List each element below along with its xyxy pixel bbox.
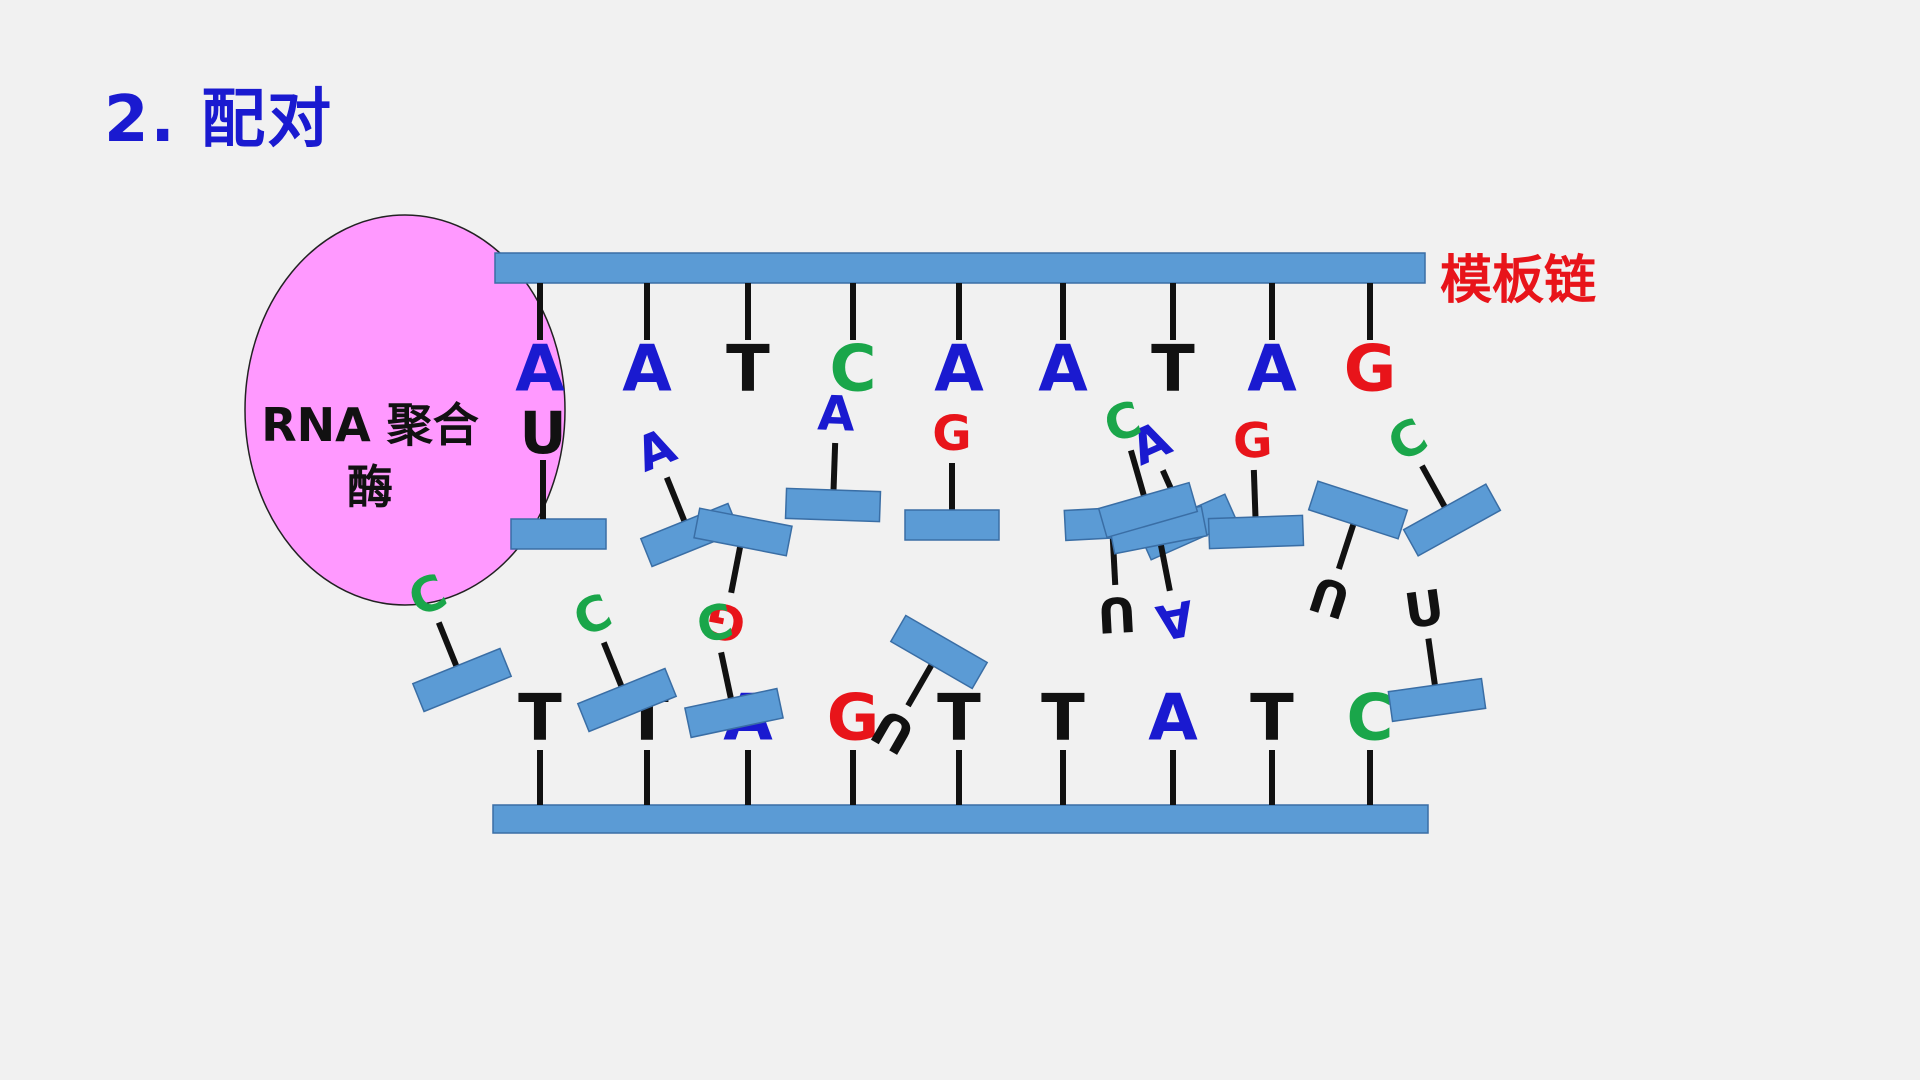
free-nucleotide-letter: U xyxy=(1401,579,1447,640)
template-base: T xyxy=(726,283,770,407)
free-nucleotide-letter: G xyxy=(932,406,971,462)
complementary-base-letter: T xyxy=(937,682,981,756)
free-nucleotide-sugar xyxy=(904,509,1000,541)
free-nucleotide-letter: C xyxy=(1379,407,1437,473)
free-nucleotide-sugar xyxy=(1307,480,1409,540)
paired-rna-nucleotide: U xyxy=(510,399,607,550)
free-nucleotide-stick xyxy=(728,546,744,594)
free-nucleotide: U xyxy=(1387,579,1487,723)
template-base: G xyxy=(1344,283,1397,407)
free-nucleotide: G xyxy=(1207,412,1305,550)
template-base-letter: A xyxy=(515,333,565,407)
complementary-base: G xyxy=(827,682,880,805)
complementary-base-letter: C xyxy=(1347,682,1394,756)
template-base: A xyxy=(1038,283,1088,407)
template-base: A xyxy=(515,283,565,407)
template-base: A xyxy=(934,283,984,407)
free-nucleotide: G xyxy=(904,406,1000,541)
complementary-base: A xyxy=(1148,682,1198,805)
template-base: T xyxy=(1151,283,1195,407)
paired-nucleotide-sugar xyxy=(510,518,607,550)
free-nucleotide-stick xyxy=(905,663,935,708)
template-base: C xyxy=(830,283,877,407)
complementary-strand-backbone xyxy=(492,804,1429,834)
free-nucleotide-sugar xyxy=(1097,481,1199,539)
template-base-letter: A xyxy=(934,333,984,407)
free-nucleotide-letter: A xyxy=(628,418,683,484)
template-strand-backbone xyxy=(494,252,1426,284)
template-base-letter: T xyxy=(726,333,770,407)
slide-title: 2. 配对 xyxy=(104,83,334,157)
free-nucleotide: A xyxy=(628,418,741,568)
free-nucleotide-stick xyxy=(1157,544,1173,592)
free-nucleotide-letter: G xyxy=(1232,412,1273,469)
template-base-letter: C xyxy=(830,333,877,407)
template-base-letter: A xyxy=(622,333,672,407)
free-nucleotide-letter: A xyxy=(817,385,856,442)
free-nucleotide-sugar xyxy=(411,647,513,713)
free-nucleotide: U xyxy=(1303,480,1409,629)
complementary-base-letter: T xyxy=(1250,682,1294,756)
free-nucleotide-letter: A xyxy=(1152,588,1199,650)
free-nucleotide-stick xyxy=(600,641,625,688)
complementary-base: T xyxy=(518,682,562,805)
template-base-letter: T xyxy=(1151,333,1195,407)
free-nucleotide-sugar xyxy=(684,687,784,739)
free-nucleotide-stick xyxy=(435,621,460,668)
complementary-base: C xyxy=(1347,682,1394,805)
complementary-base: T xyxy=(1041,682,1085,805)
free-nucleotide-stick xyxy=(830,442,839,491)
free-nucleotide: A xyxy=(1108,505,1208,650)
free-nucleotide-sugar xyxy=(784,487,882,523)
free-nucleotide-letter: C xyxy=(566,583,620,648)
paired-nucleotide-letter: U xyxy=(519,399,566,467)
free-nucleotide-stick xyxy=(718,651,734,699)
template-strand-label: 模板链 xyxy=(1440,251,1597,311)
free-nucleotide-stick xyxy=(663,476,688,523)
free-nucleotide-sugar xyxy=(693,507,793,557)
free-nucleotide-sugar xyxy=(1207,514,1305,550)
complementary-base-letter: A xyxy=(1148,682,1198,756)
rna-polymerase-ellipse xyxy=(244,214,566,606)
template-base: A xyxy=(1247,283,1297,407)
complementary-base-letter: T xyxy=(1041,682,1085,756)
template-base: A xyxy=(622,283,672,407)
rna-polymerase-label: RNA 聚合酶 xyxy=(261,398,479,514)
free-nucleotide: A xyxy=(784,385,882,523)
free-nucleotide-stick xyxy=(1128,449,1147,497)
complementary-base-letter: G xyxy=(827,682,880,756)
free-nucleotide-sugar xyxy=(1402,483,1502,557)
free-nucleotide-stick xyxy=(1419,464,1448,509)
free-nucleotide-letter: C xyxy=(1098,391,1147,455)
complementary-base-letter: T xyxy=(518,682,562,756)
free-nucleotide-letter: U xyxy=(1096,585,1138,643)
template-base-letter: A xyxy=(1247,333,1297,407)
free-nucleotide-stick xyxy=(1250,469,1259,518)
free-nucleotide-stick xyxy=(1425,638,1438,686)
complementary-base: T xyxy=(1250,682,1294,805)
template-base-letter: G xyxy=(1344,333,1397,407)
free-nucleotide-sugar xyxy=(889,614,989,690)
free-nucleotide-letter: U xyxy=(1303,564,1357,629)
complementary-base: T xyxy=(937,682,981,805)
template-base-letter: A xyxy=(1038,333,1088,407)
free-nucleotide-sugar xyxy=(576,667,678,733)
free-nucleotide-stick xyxy=(1335,523,1357,570)
free-nucleotide-sugar xyxy=(1387,677,1487,723)
